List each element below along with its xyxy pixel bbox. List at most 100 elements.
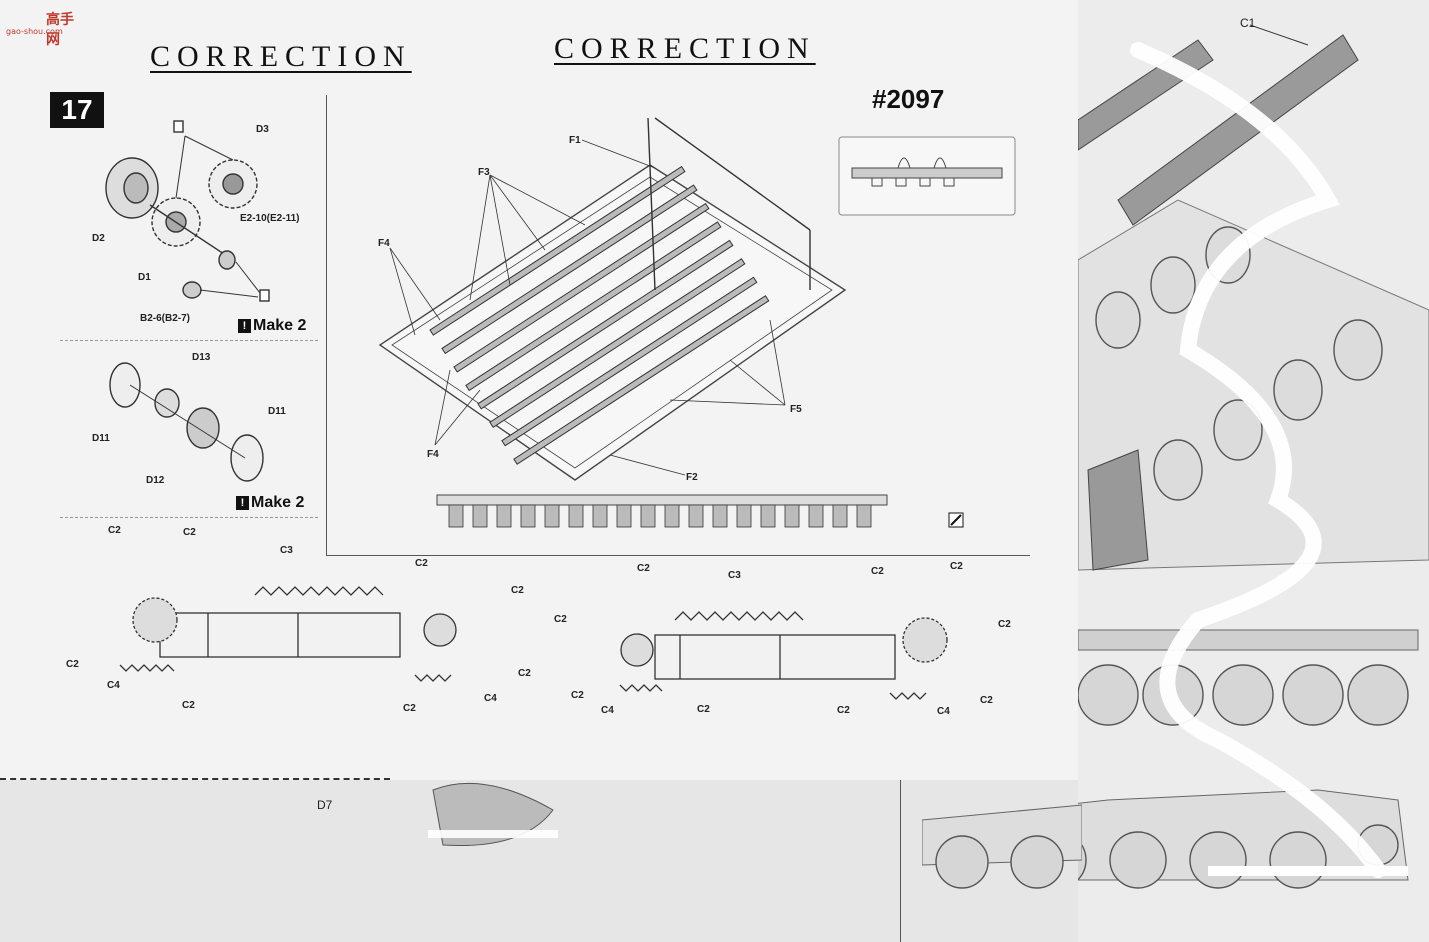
f2-leader bbox=[609, 454, 686, 476]
track-run-right bbox=[619, 611, 948, 700]
f4-leader-3 bbox=[434, 369, 451, 446]
sprue-link-grid bbox=[429, 165, 770, 465]
c1-leader bbox=[1249, 24, 1309, 46]
e2-leader bbox=[235, 261, 261, 294]
panel-divider-vertical bbox=[326, 95, 327, 555]
part-d13-hub bbox=[154, 388, 180, 418]
label-c2: C2 bbox=[980, 695, 993, 706]
label-d11-right: D11 bbox=[268, 406, 286, 417]
label-c3: C3 bbox=[280, 545, 293, 556]
section-separator-2 bbox=[60, 517, 318, 518]
label-f1: F1 bbox=[569, 135, 581, 146]
section-separator-1 bbox=[60, 340, 318, 341]
f3-leader-4 bbox=[489, 174, 586, 226]
f4-leader-4 bbox=[434, 389, 481, 446]
b2-leader bbox=[199, 289, 259, 298]
label-c2: C2 bbox=[950, 561, 963, 572]
label-d2: D2 bbox=[92, 233, 105, 244]
logo-text: 高手网 bbox=[46, 12, 74, 48]
sprocket-axle-line bbox=[149, 204, 231, 259]
f5-leader-2 bbox=[729, 359, 786, 406]
part-b2-cap bbox=[182, 281, 202, 299]
track-strip-diagram bbox=[436, 494, 888, 528]
sprocket-assembly-diagram bbox=[105, 120, 270, 482]
label-f3: F3 bbox=[478, 167, 490, 178]
make-2-text: Make 2 bbox=[251, 494, 305, 511]
label-c2: C2 bbox=[571, 690, 584, 701]
inset-bar bbox=[851, 167, 1003, 179]
track-run-diagrams bbox=[119, 586, 948, 700]
track-run-right-hull bbox=[654, 634, 896, 680]
track-strip-links bbox=[448, 504, 872, 528]
exclamation-icon: ! bbox=[236, 496, 249, 510]
label-c4: C4 bbox=[107, 680, 120, 691]
label-c3: C3 bbox=[728, 570, 741, 581]
f3-leader-2 bbox=[489, 174, 511, 286]
d3-leader-b bbox=[175, 135, 186, 199]
part-e2-cap bbox=[218, 250, 236, 270]
part-d12-wheel bbox=[186, 407, 220, 449]
part-c4-links-left bbox=[119, 664, 175, 672]
label-c2: C2 bbox=[511, 585, 524, 596]
track-run-left-hull bbox=[159, 612, 401, 658]
label-f4-bottom: F4 bbox=[427, 449, 439, 460]
label-c1: C1 bbox=[1240, 16, 1256, 30]
label-c2: C2 bbox=[403, 703, 416, 714]
lower-track-end bbox=[1087, 449, 1149, 571]
part-c4-links-right-2 bbox=[889, 692, 927, 700]
label-c2: C2 bbox=[871, 566, 884, 577]
glue-icon-2 bbox=[259, 289, 270, 302]
label-d13: D13 bbox=[192, 352, 211, 363]
correction-heading-left: CORRECTION bbox=[150, 40, 412, 73]
kit-inset-diagram bbox=[838, 136, 1016, 216]
label-c2: C2 bbox=[998, 619, 1011, 630]
label-c2: C2 bbox=[637, 563, 650, 574]
make-2-text: Make 2 bbox=[253, 317, 307, 334]
track-strip-bar bbox=[436, 494, 888, 506]
f4-leader-1 bbox=[389, 247, 416, 336]
f5-leader-3 bbox=[669, 399, 786, 406]
part-d2-center bbox=[123, 172, 149, 204]
label-b2: B2-6(B2-7) bbox=[140, 313, 191, 324]
bottom-dashed-line bbox=[0, 778, 390, 780]
hull-assembly-diagram bbox=[1078, 24, 1429, 889]
label-c2: C2 bbox=[518, 668, 531, 679]
label-d12: D12 bbox=[146, 475, 165, 486]
marker-stroke-bottom bbox=[1208, 866, 1408, 876]
track-run-right-sprocket bbox=[902, 617, 948, 663]
inset-hooks bbox=[871, 157, 955, 187]
bottom-panel-divider bbox=[900, 780, 901, 942]
track-run-left-idler bbox=[423, 613, 457, 647]
label-e2: E2-10(E2-11) bbox=[240, 213, 300, 224]
exclamation-icon: ! bbox=[238, 319, 251, 333]
label-c4: C4 bbox=[937, 706, 950, 717]
label-d7: D7 bbox=[317, 798, 333, 812]
correction-heading-center: CORRECTION bbox=[554, 32, 816, 65]
label-d3: D3 bbox=[256, 124, 269, 135]
step-number: 17 bbox=[50, 92, 104, 128]
wheel-axle-line bbox=[129, 384, 246, 459]
marker-scribble bbox=[1130, 42, 1386, 878]
part-c3-link-run-left bbox=[254, 586, 384, 596]
side-view-continuation bbox=[922, 800, 1082, 910]
side-view-continuation-wheels bbox=[922, 804, 1082, 889]
part-c4-links-right bbox=[619, 684, 663, 692]
make-2-note-wheel: !Make 2 bbox=[236, 494, 304, 512]
sprue-inner-frame bbox=[391, 176, 833, 469]
label-c4: C4 bbox=[601, 705, 614, 716]
f5-leader-1 bbox=[769, 319, 786, 406]
sprue-f-diagram bbox=[378, 117, 847, 481]
label-c2: C2 bbox=[66, 659, 79, 670]
label-c2: C2 bbox=[415, 558, 428, 569]
part-d11-tire-right bbox=[230, 434, 264, 482]
cut-icon bbox=[948, 512, 964, 528]
f4-leader-2 bbox=[389, 247, 441, 321]
fragment-track bbox=[432, 782, 554, 847]
label-f2: F2 bbox=[686, 472, 698, 483]
marker-stroke bbox=[428, 830, 558, 838]
label-c4: C4 bbox=[484, 693, 497, 704]
label-c2: C2 bbox=[697, 704, 710, 715]
side-view-wheels bbox=[1078, 664, 1409, 726]
label-d11-left: D11 bbox=[92, 433, 110, 444]
label-c2: C2 bbox=[108, 525, 121, 536]
